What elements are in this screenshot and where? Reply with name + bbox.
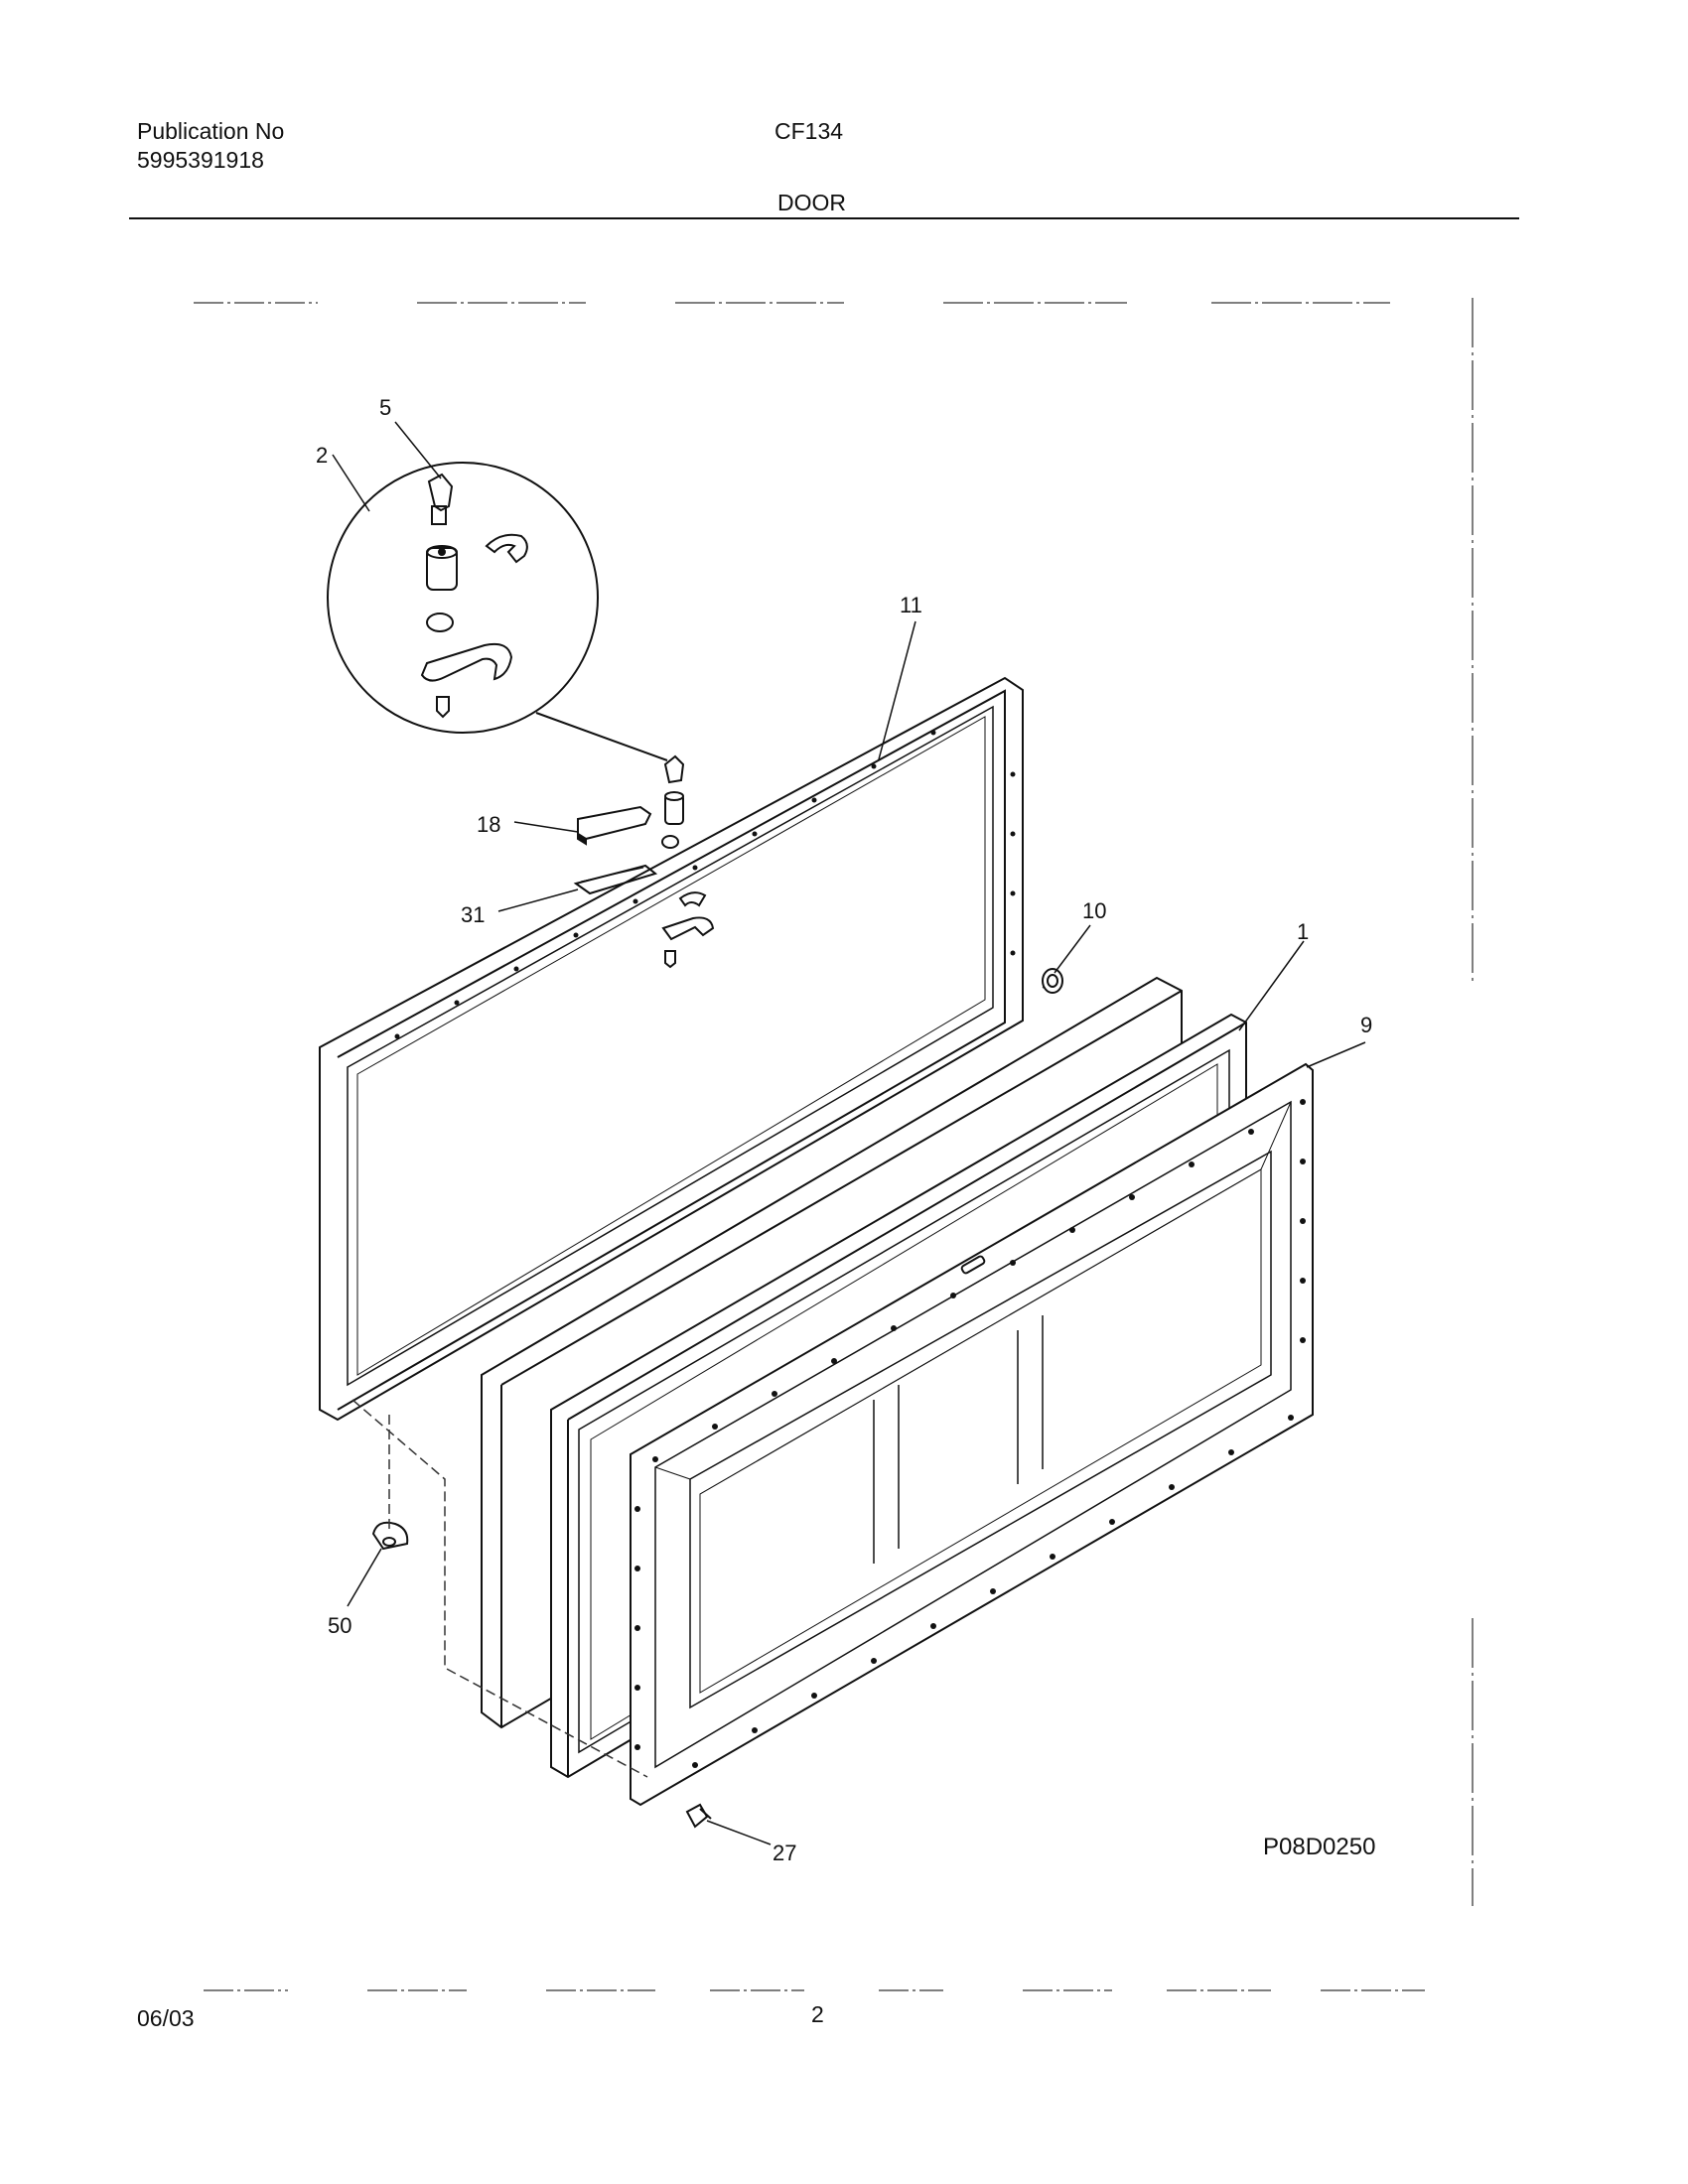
callout-11: 11	[900, 593, 922, 617]
callout-10: 10	[1082, 898, 1106, 923]
publication-number: 5995391918	[137, 147, 264, 173]
door-lock-parts	[573, 754, 715, 969]
callout-5: 5	[379, 395, 391, 420]
inner-door-liner	[630, 1062, 1314, 1807]
callout-labels: 5 2 11 18 31 10 1 9 50 27 P08D0250	[316, 395, 1375, 1865]
leader-lines	[332, 421, 1366, 1845]
page-number: 2	[811, 2001, 824, 2027]
bumper-10	[1042, 968, 1063, 994]
outer-door-screws	[394, 730, 1016, 1039]
revision-date: 06/03	[137, 2005, 195, 2031]
section-title: DOOR	[777, 190, 846, 215]
hinge-cover	[371, 1521, 409, 1551]
outer-door-panel	[319, 676, 1024, 1422]
callout-2: 2	[316, 443, 328, 468]
callout-1: 1	[1297, 919, 1309, 944]
lock-detail-circle	[327, 462, 668, 761]
liner-slot	[960, 1255, 986, 1275]
screw-27	[685, 1803, 712, 1829]
inner-liner-screws	[634, 1099, 1306, 1768]
callout-9: 9	[1360, 1013, 1372, 1037]
header-rule	[129, 217, 1519, 219]
model-number: CF134	[774, 118, 844, 144]
callout-31: 31	[461, 902, 485, 927]
drawing-code: P08D0250	[1263, 1834, 1375, 1860]
publication-label: Publication No	[137, 118, 285, 144]
callout-18: 18	[477, 812, 500, 837]
callout-27: 27	[773, 1841, 796, 1865]
callout-50: 50	[328, 1613, 352, 1638]
frame-dashes	[194, 298, 1474, 1991]
